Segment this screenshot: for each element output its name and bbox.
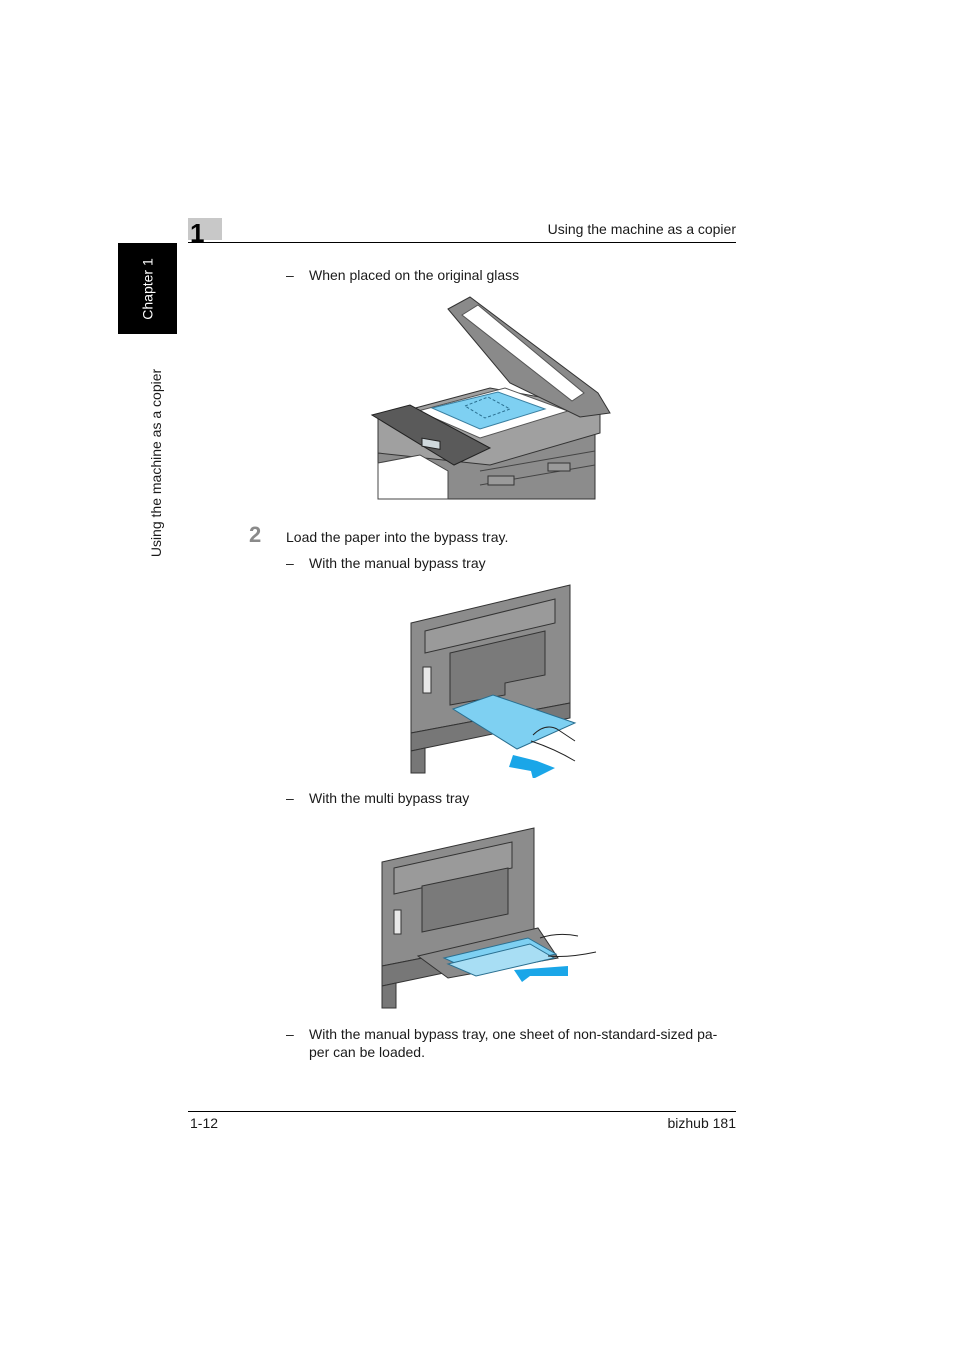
bullet-glass: When placed on the original glass: [309, 267, 520, 283]
note-line-1: With the manual bypass tray, one sheet o…: [309, 1026, 718, 1042]
bullet-dash: –: [286, 790, 294, 806]
product-name: bizhub 181: [667, 1115, 736, 1131]
note-line-2: per can be loaded.: [309, 1044, 425, 1060]
section-side-label: Using the machine as a copier: [130, 350, 182, 575]
bullet-manual: With the manual bypass tray: [309, 555, 486, 571]
chapter-number: 1: [190, 218, 205, 248]
page-number: 1-12: [190, 1115, 219, 1131]
step-2-text: Load the paper into the bypass tray.: [286, 529, 509, 545]
bullet-dash: –: [286, 555, 294, 571]
bullet-dash: –: [286, 267, 294, 283]
step-number: 2: [249, 522, 262, 547]
footer-rule: [188, 1111, 736, 1112]
chapter-number-box: [188, 218, 222, 240]
manual-bypass-tray-illustration: [410, 584, 577, 778]
header-title: Using the machine as a copier: [547, 221, 736, 237]
chapter-side-tab: [118, 243, 177, 334]
bullet-multi: With the multi bypass tray: [309, 790, 470, 806]
section-side-text: Using the machine as a copier: [148, 368, 165, 557]
copier-original-glass-illustration: [370, 296, 611, 500]
chapter-side-tab-label: Chapter 1: [118, 243, 177, 334]
chapter-tab-text: Chapter 1: [139, 257, 156, 320]
header-rule: [188, 242, 736, 243]
bullet-dash: –: [286, 1026, 294, 1042]
multi-bypass-tray-illustration: [381, 827, 597, 1009]
